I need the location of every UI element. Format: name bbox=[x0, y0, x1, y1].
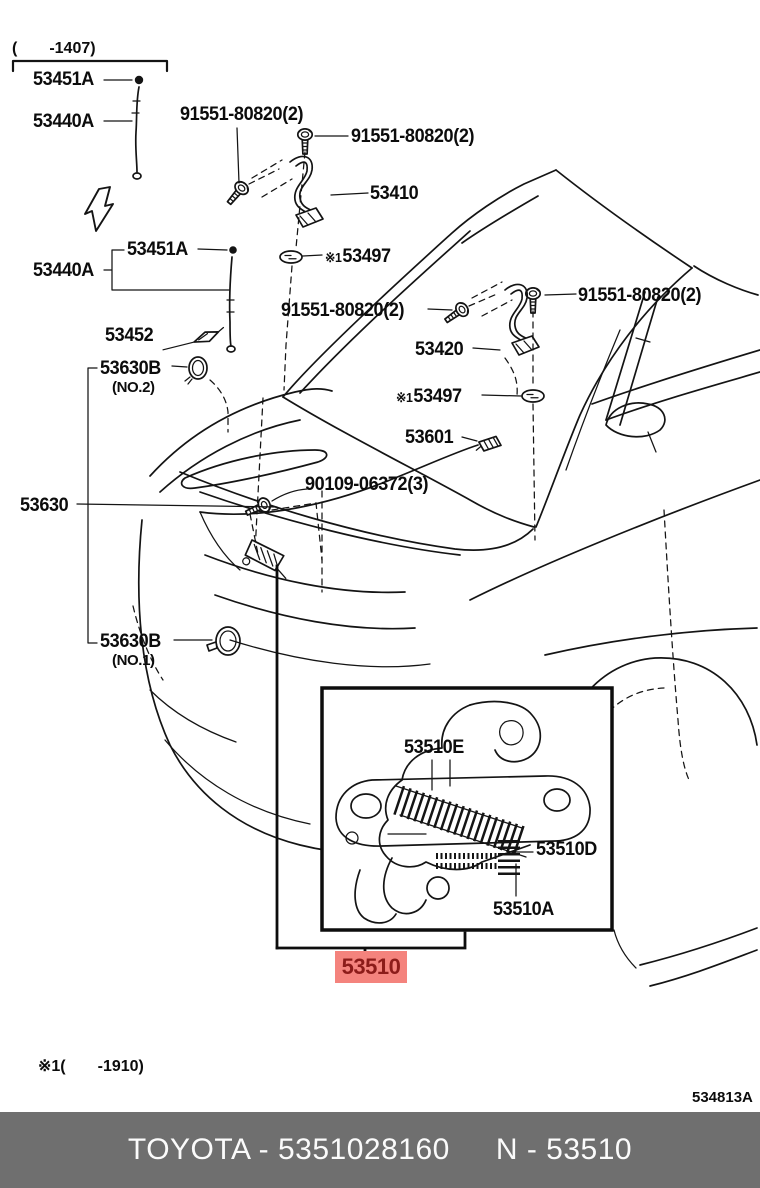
rod-clip bbox=[162, 326, 225, 351]
callout-53410[interactable]: 53410 bbox=[370, 183, 419, 204]
callout-91551-1[interactable]: 91551-80820(2) bbox=[180, 104, 304, 125]
bolt-icon bbox=[524, 287, 542, 314]
callout-90109[interactable]: 90109-06372(3) bbox=[305, 474, 429, 495]
callout-53420[interactable]: 53420 bbox=[415, 339, 464, 360]
hood-hinge-rh bbox=[222, 128, 324, 391]
bolt-icon bbox=[441, 299, 472, 328]
callout-53510-highlighted[interactable]: 53510 bbox=[335, 951, 407, 983]
callout-no2: (NO.2) bbox=[112, 379, 155, 396]
callout-53452[interactable]: 53452 bbox=[105, 325, 154, 346]
callout-53630B-no2[interactable]: 53630B bbox=[100, 358, 161, 379]
footer-part-number: TOYOTA - 5351028160 bbox=[127, 1133, 450, 1166]
callout-91551-3[interactable]: 91551-80820(2) bbox=[281, 300, 405, 321]
grommet-icon bbox=[279, 250, 303, 264]
leader-53630 bbox=[76, 503, 278, 508]
callout-91551-2[interactable]: 91551-80820(2) bbox=[351, 126, 475, 147]
footnote-ref-mark: ※1 bbox=[396, 390, 413, 405]
hood-hinge-lh bbox=[441, 281, 542, 541]
clamp-bracket bbox=[87, 365, 213, 644]
fender-bolt-group bbox=[242, 488, 323, 561]
cable-clip bbox=[475, 435, 502, 452]
callout-53630B-no1[interactable]: 53630B bbox=[100, 631, 161, 652]
grommet-icon bbox=[521, 389, 545, 403]
callout-53440A-1[interactable]: 53440A bbox=[33, 111, 94, 132]
callout-53497-1[interactable]: ※153497 bbox=[325, 246, 391, 267]
callout-53497-2[interactable]: ※153497 bbox=[396, 386, 462, 407]
car-outline bbox=[132, 169, 760, 987]
diagram-code: 534813A bbox=[692, 1089, 753, 1106]
callout-53440A-2[interactable]: 53440A bbox=[33, 260, 94, 281]
range-bracket bbox=[11, 59, 169, 73]
callout-53510A[interactable]: 53510A bbox=[493, 899, 554, 920]
range-note: ( -1407) bbox=[12, 40, 96, 57]
direction-arrow-icon bbox=[84, 186, 114, 232]
callout-53601[interactable]: 53601 bbox=[405, 427, 454, 448]
lock-detail-inset bbox=[320, 686, 614, 932]
callout-53510E[interactable]: 53510E bbox=[404, 737, 464, 758]
selected-part-number: 53510 bbox=[341, 954, 401, 979]
callout-53630[interactable]: 53630 bbox=[20, 495, 69, 516]
bolt-icon bbox=[296, 128, 314, 155]
hood-lock-on-car bbox=[242, 539, 287, 580]
footer-bar: TOYOTA - 5351028160 N - 53510 bbox=[0, 1112, 760, 1188]
callout-no1: (NO.1) bbox=[112, 652, 155, 669]
callout-91551-4[interactable]: 91551-80820(2) bbox=[578, 285, 702, 306]
leader-lines bbox=[236, 127, 577, 397]
footnote-ref-mark: ※1 bbox=[325, 250, 342, 265]
callout-53451A-1[interactable]: 53451A bbox=[33, 69, 94, 90]
hood-support-rod-2 bbox=[103, 246, 237, 353]
callout-53451A-2[interactable]: 53451A bbox=[127, 239, 188, 260]
hose-clamp-no2 bbox=[184, 356, 229, 433]
bolt-icon bbox=[222, 178, 252, 209]
footer-group-code: N - 53510 bbox=[495, 1133, 633, 1166]
callout-53510D[interactable]: 53510D bbox=[536, 839, 597, 860]
hood-support-rod-1 bbox=[103, 75, 144, 180]
diagram-line-art bbox=[11, 59, 760, 987]
hose-clamp-no1 bbox=[206, 626, 241, 656]
footnote: ※1( -1910) bbox=[38, 1058, 144, 1075]
